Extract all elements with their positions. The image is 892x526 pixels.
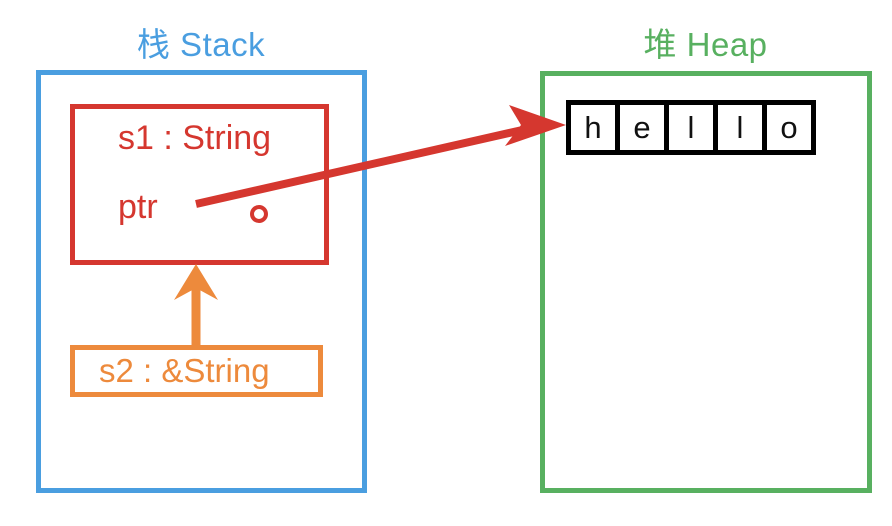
pointer-origin-circle-icon [250,205,268,223]
stack-container-box [36,70,367,493]
s2-name-label: s2 : &String [99,352,270,389]
heap-region-title: 堆 Heap [643,26,768,63]
s1-name-label: s1 : String [118,119,272,157]
s1-ptr-label: ptr [118,188,158,226]
s1-string-box: s1 : String ptr [70,104,329,265]
heap-cell: l [664,100,718,155]
s2-reference-box: s2 : &String [70,345,323,397]
heap-string-cells: h e l l o [566,100,816,155]
stack-region-title: 栈 Stack [136,26,266,63]
heap-container-box [540,71,872,493]
heap-cell: l [713,100,767,155]
heap-cell: e [615,100,669,155]
heap-cell: o [762,100,816,155]
heap-cell: h [566,100,620,155]
